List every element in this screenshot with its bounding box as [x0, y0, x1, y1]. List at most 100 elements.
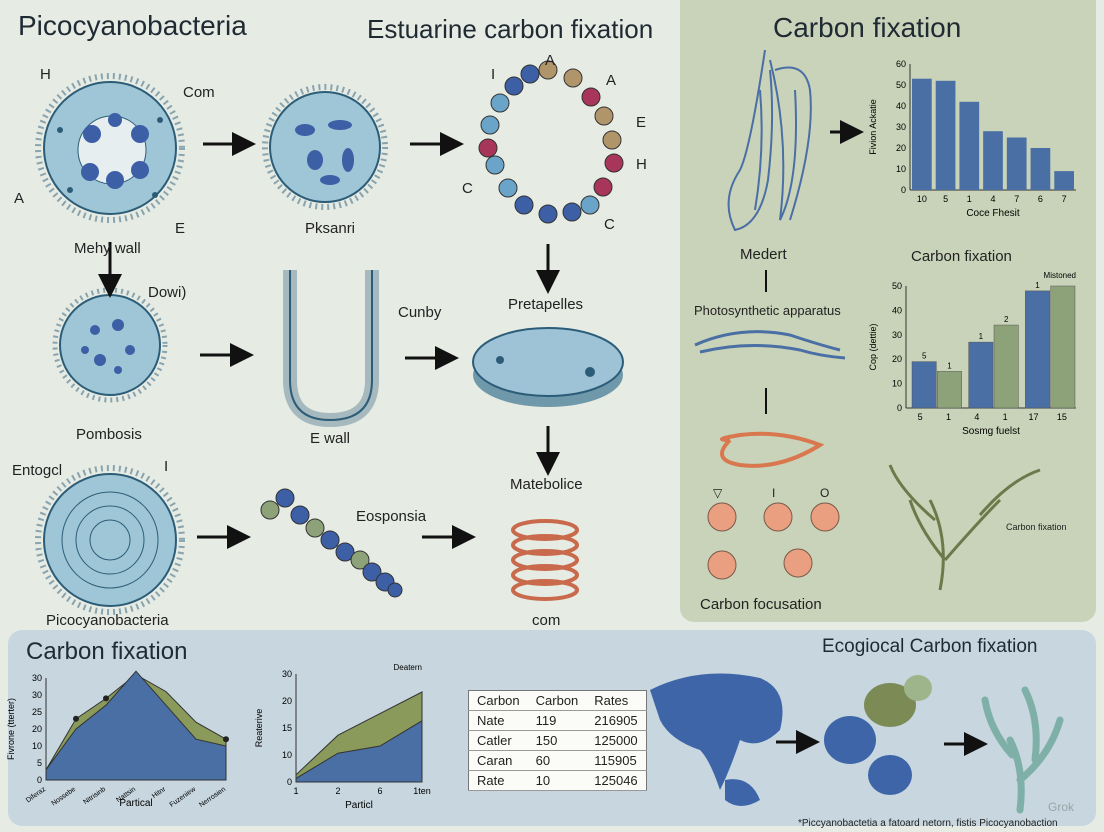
x-tick-label: 1 — [946, 412, 951, 422]
ring-label-e: E — [636, 114, 647, 131]
x-tick-label: 6 — [377, 786, 382, 796]
x-tick-label: 17 — [1028, 412, 1038, 422]
area-series — [45, 670, 227, 781]
x-tick-label: 2 — [335, 786, 340, 796]
bead-chain — [260, 488, 403, 598]
bar — [911, 361, 937, 409]
x-tick-label: 5 — [943, 194, 948, 204]
table-cell: 10 — [527, 770, 587, 791]
title-ecological: Ecogiocal Carbon fixation — [822, 636, 1038, 657]
table-row: Caran 60 115905 — [468, 750, 647, 771]
y-tick-label: 50 — [896, 80, 906, 90]
title-picocyanobacteria: Picocyanobacteria — [18, 10, 247, 41]
ring-label-h: H — [636, 156, 647, 173]
blob-cluster — [824, 675, 932, 795]
bar — [959, 101, 980, 190]
y-tick-label: 5 — [37, 758, 42, 768]
footer-note: *Piccyanobactetia a fatoard netorn, fist… — [798, 818, 1058, 829]
bar-label: 1 — [947, 361, 952, 370]
strand-diagram — [727, 49, 812, 232]
x-axis-label: Coce Fhesit — [966, 208, 1020, 219]
x-tick-label: 1 — [293, 786, 298, 796]
x-tick-label: 1 — [967, 194, 972, 204]
bead-ring — [478, 60, 624, 224]
table-cell: 125046 — [586, 770, 647, 791]
y-tick-label: 20 — [896, 143, 906, 153]
coil-diagram — [511, 519, 579, 601]
table-header: Carbon — [468, 690, 528, 711]
apparatus-diagram — [694, 330, 846, 360]
x-axis-label: Particl — [345, 800, 373, 811]
label-medert: Medert — [740, 246, 787, 263]
table-header-row: Carbon Carbon Rates — [468, 690, 647, 711]
cell-3-diagram — [52, 287, 168, 403]
y-axis-label: Cop (dettie) — [868, 323, 878, 370]
x-tick-label: Nerrosien — [198, 786, 227, 809]
y-tick-label: 50 — [892, 281, 902, 291]
table-cell: 119 — [527, 710, 587, 731]
bar — [968, 341, 994, 409]
x-tick-label: Fuzeniew — [169, 785, 198, 808]
x-tick-label: 4 — [990, 194, 995, 204]
y-tick-label: 30 — [32, 690, 42, 700]
bar-label: 1 — [979, 332, 984, 341]
ring-label-i: I — [491, 66, 496, 83]
label-cunby: Cunby — [398, 304, 442, 321]
bar-label: 2 — [1004, 315, 1009, 324]
table-header: Carbon — [527, 690, 587, 711]
y-tick-label: 10 — [282, 750, 292, 760]
bar — [937, 371, 962, 409]
bar — [1006, 137, 1027, 190]
y-tick-label: 0 — [901, 185, 906, 195]
x-tick-label: Hitnr — [151, 786, 168, 801]
label-com-coil: com — [532, 612, 561, 629]
y-axis-label: Reaterive — [254, 709, 264, 748]
title-estuarine: Estuarine carbon fixation — [367, 14, 654, 44]
y-axis-label: Fivion Ackatie — [868, 99, 878, 155]
y-tick-label: 30 — [282, 669, 292, 679]
x-tick-label: 5 — [918, 412, 923, 422]
cell-2-diagram — [262, 84, 388, 210]
ring-label-c2: C — [604, 216, 615, 233]
x-tick-label: 6 — [1038, 194, 1043, 204]
x-tick-label: 7 — [1062, 194, 1067, 204]
legend-label: Deatern — [394, 663, 422, 672]
branch-diagram — [981, 686, 1064, 814]
y-tick-label: 10 — [892, 379, 902, 389]
table-cell: 125000 — [586, 730, 647, 751]
label-com: Com — [183, 84, 215, 101]
table-cell: Catler — [468, 730, 528, 751]
title-carbon-fixation-right: Carbon fixation — [773, 12, 962, 43]
bar-label: 1 — [1035, 281, 1040, 290]
table-cell: Rate — [468, 770, 528, 791]
disc-diagram — [472, 327, 624, 407]
x-tick-label: Nossebe — [50, 786, 77, 808]
x-axis-label: Sosmg fuelst — [962, 426, 1020, 437]
label-h: H — [40, 66, 51, 83]
bar — [1030, 148, 1051, 190]
table-cell: 115905 — [586, 750, 647, 771]
table-cell: 216905 — [586, 710, 647, 731]
y-tick-label: 30 — [32, 673, 42, 683]
table-cell: Caran — [468, 750, 528, 771]
y-tick-label: 60 — [896, 59, 906, 69]
bar — [993, 324, 1019, 409]
x-tick-label: 15 — [1057, 412, 1067, 422]
orange-loop — [720, 431, 825, 468]
y-tick-label: 0 — [897, 403, 902, 413]
table-row: Rate 10 125046 — [468, 770, 647, 791]
x-tick-label: Diferaz — [25, 786, 48, 805]
y-tick-label: 40 — [896, 101, 906, 111]
bar — [1050, 285, 1076, 409]
y-tick-label: 30 — [896, 122, 906, 132]
grok-watermark: Grok — [1048, 800, 1075, 814]
label-entogcl-i: I — [164, 458, 169, 475]
label-pombosis: Pombosis — [76, 426, 142, 443]
y-tick-label: 25 — [32, 707, 42, 717]
left-diagram — [35, 60, 624, 615]
title-carbon-fixation-bottom: Carbon fixation — [26, 638, 188, 665]
x-tick-label: 10 — [917, 194, 927, 204]
y-tick-label: 40 — [892, 305, 902, 315]
